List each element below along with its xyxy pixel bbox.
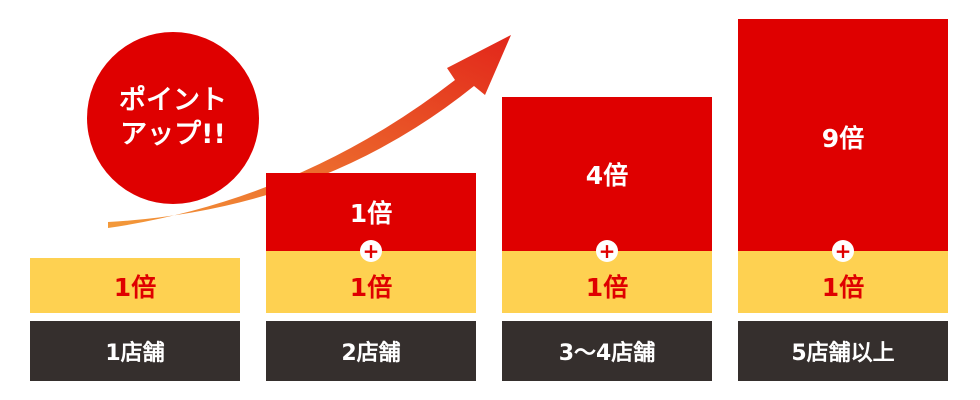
badge-line1: ポイント <box>119 85 227 116</box>
category-text-1: 1店舗 <box>105 341 165 366</box>
category-text-3: 3〜4店舗 <box>558 341 656 366</box>
plus-icon: + <box>360 240 382 262</box>
bonus-label-4: 9倍 <box>821 124 865 153</box>
category-label-2: 2店舗 <box>266 321 476 381</box>
base-label-1: 1倍 <box>113 272 157 302</box>
base-label-3: 1倍 <box>585 273 629 302</box>
category-text-2: 2店舗 <box>341 341 401 366</box>
bonus-bar-3: 4倍 <box>502 97 712 251</box>
bonus-label-3: 4倍 <box>585 161 629 190</box>
badge-line2: アップ!! <box>120 119 226 150</box>
category-label-1: 1店舗 <box>30 321 240 381</box>
category-label-4: 5店舗以上 <box>738 321 948 381</box>
base-label-2: 1倍 <box>349 273 393 302</box>
bonus-bar-2: 1倍 <box>266 173 476 251</box>
category-text-4: 5店舗以上 <box>791 341 895 366</box>
category-label-3: 3〜4店舗 <box>502 321 712 381</box>
bonus-bar-4: 9倍 <box>738 19 948 251</box>
plus-icon: + <box>596 240 618 262</box>
base-bar-2: 1倍 <box>266 251 476 313</box>
base-label-4: 1倍 <box>821 273 865 302</box>
base-bar-4: 1倍 <box>738 251 948 313</box>
plus-icon: + <box>832 240 854 262</box>
point-up-badge: ポイント アップ!! <box>87 32 259 204</box>
base-bar-1: 1倍 <box>30 258 240 313</box>
bonus-label-2: 1倍 <box>349 199 393 228</box>
